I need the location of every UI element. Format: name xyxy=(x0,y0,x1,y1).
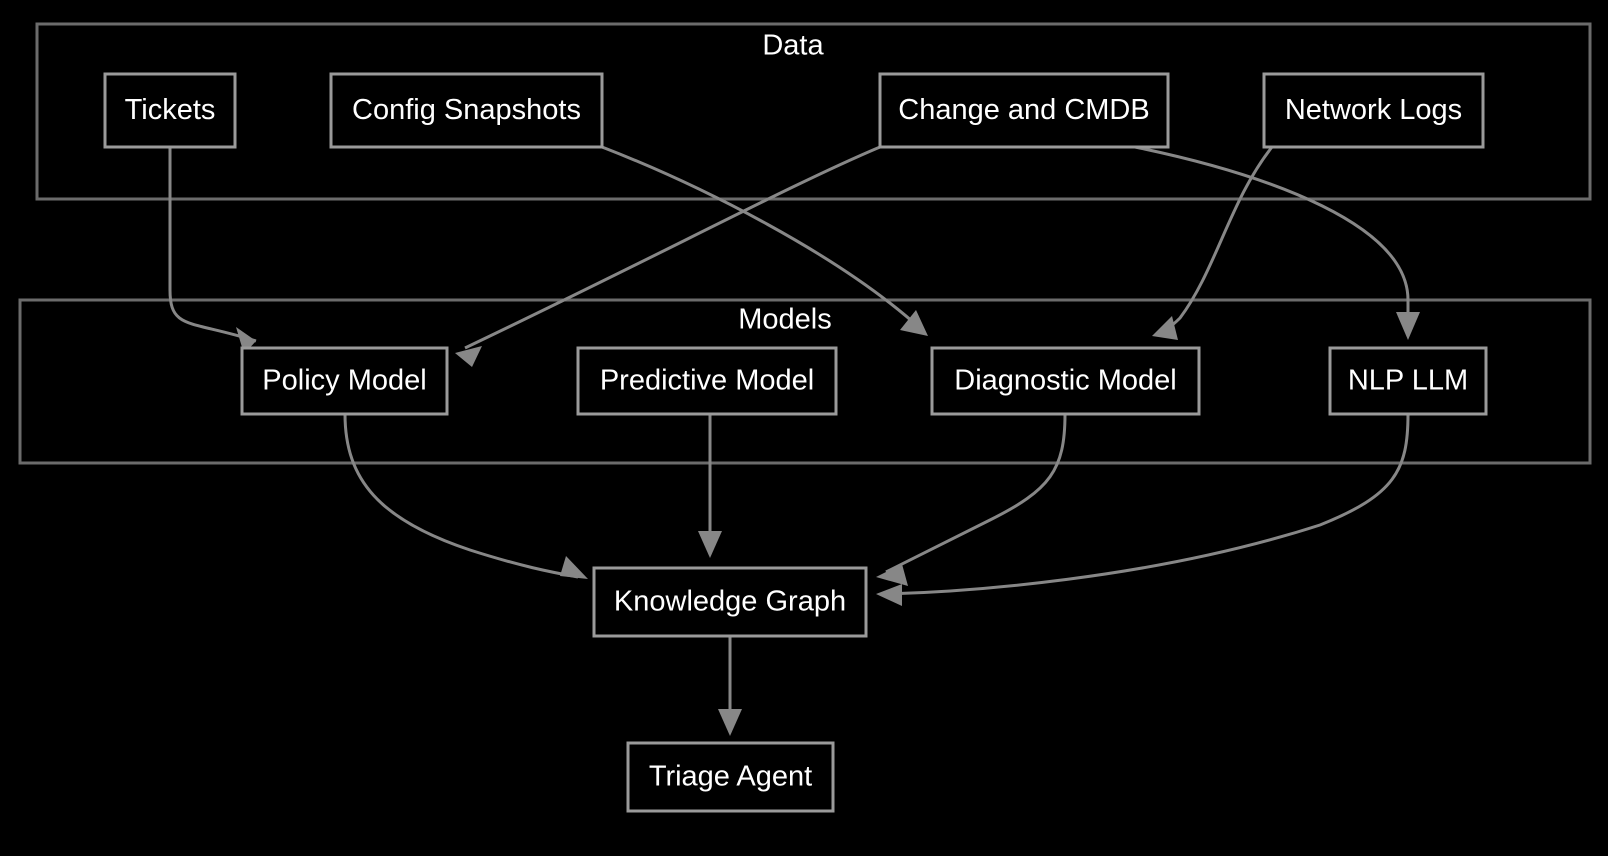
edge-cmdb-policy xyxy=(455,145,881,367)
arrowhead-icon-predictive-kg xyxy=(698,531,722,558)
node-label-diagnostic_model: Diagnostic Model xyxy=(954,365,1176,397)
cluster-data: Data xyxy=(35,22,1592,201)
arrowhead-icon-cmdb-nlp xyxy=(1396,312,1420,340)
node-network_logs[interactable]: Network Logs xyxy=(1262,72,1485,149)
edge-nlp-kg xyxy=(876,413,1410,606)
node-config_snapshots[interactable]: Config Snapshots xyxy=(329,72,604,149)
node-label-tickets: Tickets xyxy=(125,94,216,126)
node-policy_model[interactable]: Policy Model xyxy=(240,346,449,416)
node-nlp_llm[interactable]: NLP LLM xyxy=(1328,346,1488,416)
edge-policy-kg xyxy=(343,413,588,579)
arrowhead-icon-policy-kg xyxy=(560,556,588,579)
arrowhead-icon-nlp-kg xyxy=(876,584,902,606)
node-label-change_cmdb: Change and CMDB xyxy=(898,94,1149,126)
edge-line-nlp-kg xyxy=(885,413,1410,596)
arrowhead-icon-config-diagnostic xyxy=(900,310,928,336)
edge-line-netlogs-diagnostic xyxy=(1159,146,1274,334)
cluster-border-data xyxy=(35,22,1592,201)
arrowhead-icon-cmdb-policy xyxy=(455,346,482,367)
node-change_cmdb[interactable]: Change and CMDB xyxy=(878,72,1170,149)
arrowhead-icon-tickets-policy xyxy=(236,327,256,354)
edge-line-config-diagnostic xyxy=(601,145,924,332)
node-box-predictive_model[interactable] xyxy=(576,346,838,416)
node-box-triage_agent[interactable] xyxy=(626,741,835,813)
edge-tickets-policy xyxy=(168,147,257,354)
edge-line-cmdb-policy xyxy=(464,145,881,350)
node-layer: Tickets Config Snapshots Change and CMDB Ne… xyxy=(103,72,1488,813)
node-label-policy_model: Policy Model xyxy=(262,365,426,397)
edge-line-tickets-policy xyxy=(168,147,257,343)
node-label-network_logs: Network Logs xyxy=(1285,94,1462,126)
edge-line-diagnostic-kg xyxy=(885,413,1067,574)
edge-cmdb-nlp xyxy=(1134,145,1420,340)
edge-line-policy-kg xyxy=(343,413,579,579)
node-box-nlp_llm[interactable] xyxy=(1328,346,1488,416)
node-label-triage_agent: Triage Agent xyxy=(649,761,812,793)
node-box-config_snapshots[interactable] xyxy=(329,72,604,149)
edge-netlogs-diagnostic xyxy=(1152,146,1274,340)
node-tickets[interactable]: Tickets xyxy=(103,72,237,149)
node-label-nlp_llm: NLP LLM xyxy=(1348,365,1468,397)
edge-config-diagnostic xyxy=(601,145,928,336)
node-box-knowledge_graph[interactable] xyxy=(592,566,868,638)
node-label-predictive_model: Predictive Model xyxy=(600,365,814,397)
edge-line-cmdb-nlp xyxy=(1134,145,1410,330)
node-label-knowledge_graph: Knowledge Graph xyxy=(614,586,846,618)
cluster-models: Models xyxy=(18,298,1592,465)
node-predictive_model[interactable]: Predictive Model xyxy=(576,346,838,416)
arrowhead-icon-kg-triage xyxy=(718,709,742,736)
node-box-diagnostic_model[interactable] xyxy=(930,346,1201,416)
node-box-policy_model[interactable] xyxy=(240,346,449,416)
cluster-label-models: Models xyxy=(738,304,832,336)
arrowhead-icon-netlogs-diagnostic xyxy=(1152,316,1178,340)
node-knowledge_graph[interactable]: Knowledge Graph xyxy=(592,566,868,638)
edge-predictive-kg xyxy=(698,414,722,558)
edge-kg-triage xyxy=(718,636,742,736)
node-triage_agent[interactable]: Triage Agent xyxy=(626,741,835,813)
cluster-label-data: Data xyxy=(762,30,824,62)
node-label-config_snapshots: Config Snapshots xyxy=(352,94,581,126)
edge-layer xyxy=(168,145,1420,736)
node-box-change_cmdb[interactable] xyxy=(878,72,1170,149)
node-box-network_logs[interactable] xyxy=(1262,72,1485,149)
cluster-border-models xyxy=(18,298,1592,465)
node-box-tickets[interactable] xyxy=(103,72,237,149)
edge-diagnostic-kg xyxy=(876,413,1067,586)
node-diagnostic_model[interactable]: Diagnostic Model xyxy=(930,346,1201,416)
arrowhead-icon-diagnostic-kg xyxy=(876,564,908,586)
